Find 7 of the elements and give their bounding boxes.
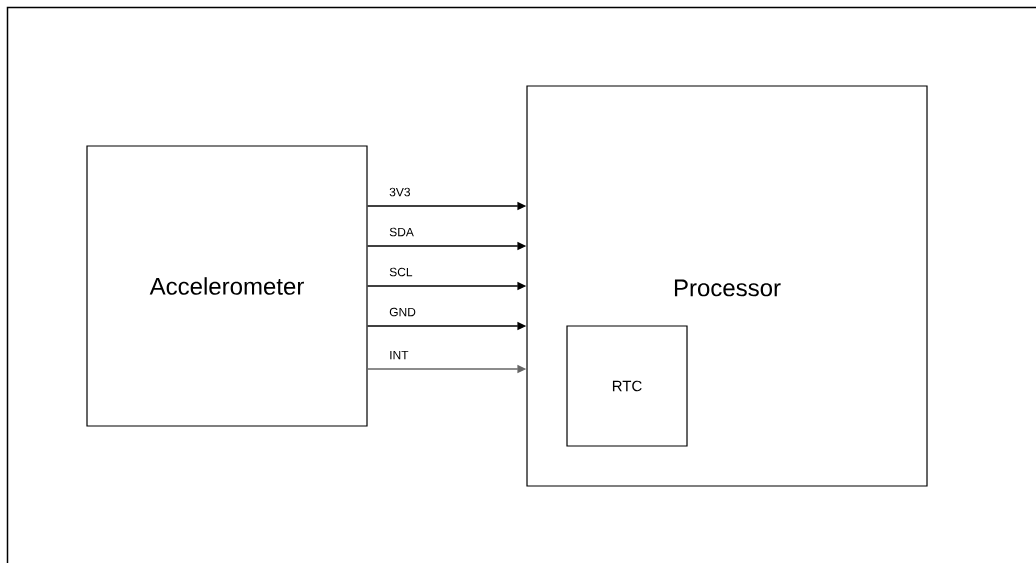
signal-label: GND: [388, 306, 417, 318]
component-box: Accelerometer: [86, 145, 368, 427]
signal-label: SDA: [388, 226, 415, 238]
signal-label: 3V3: [388, 186, 412, 198]
component-box: RTC: [566, 325, 688, 447]
signal-label: INT: [388, 349, 410, 361]
signal-label: SCL: [388, 266, 414, 278]
